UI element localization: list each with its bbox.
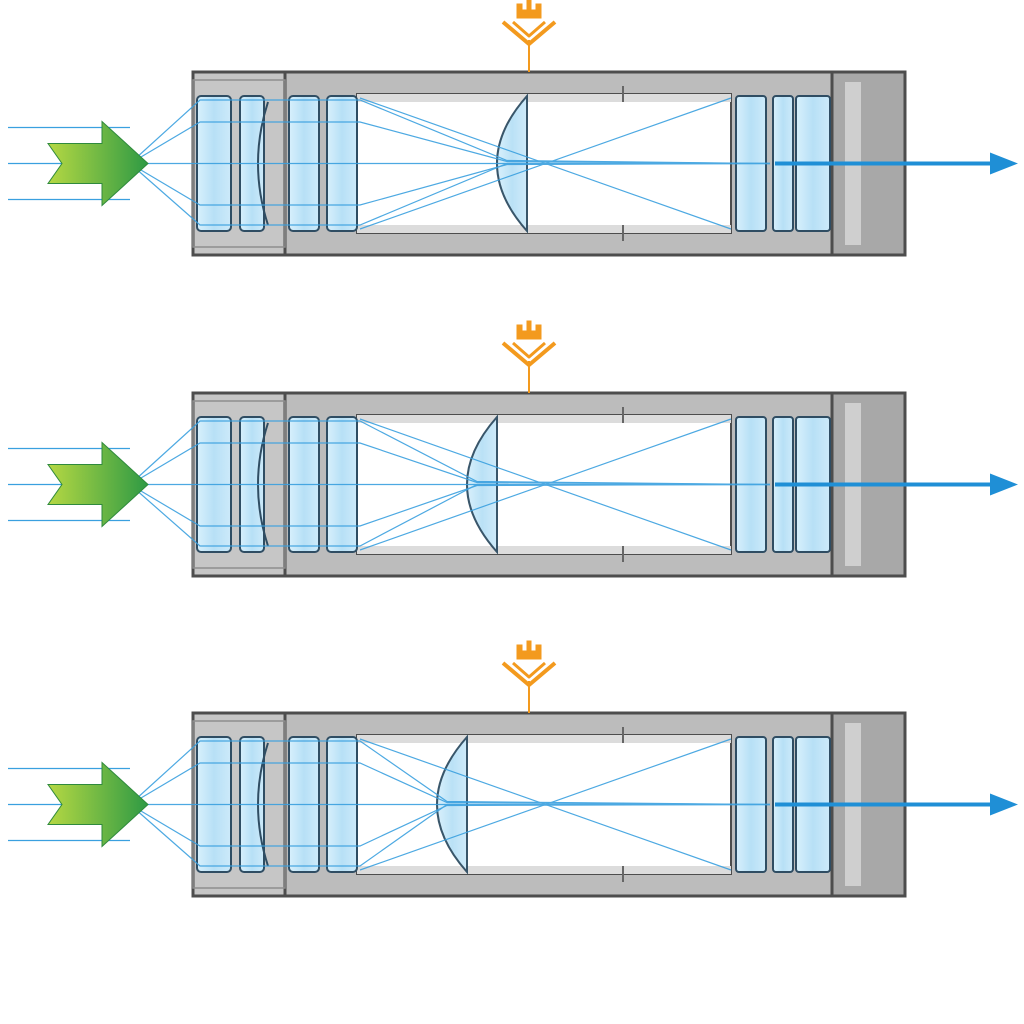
indicator-crown <box>516 320 542 340</box>
bore-bottom-band <box>357 225 731 233</box>
bore-bottom-band <box>357 546 731 554</box>
indicator-chevron <box>501 20 557 46</box>
orange-hand-pointer-icon <box>501 320 557 393</box>
internal-ray <box>129 762 771 806</box>
cross-ray <box>359 418 732 551</box>
internal-ray <box>129 99 771 165</box>
internal-ray <box>129 121 771 165</box>
indicator-crown <box>516 640 542 660</box>
cross-ray <box>359 738 732 871</box>
panel-1 <box>8 0 1018 257</box>
output-arrow-head <box>990 793 1018 816</box>
panel-2 <box>8 320 1018 578</box>
output-arrow-head <box>990 152 1018 175</box>
internal-rays <box>129 418 771 551</box>
green-input-arrow-icon <box>47 120 149 207</box>
green-input-arrow-icon <box>47 761 149 848</box>
indicator-chevron-inner <box>512 341 546 359</box>
output-arrow-head <box>990 473 1018 496</box>
internal-ray <box>129 420 771 486</box>
cross-ray <box>359 97 732 230</box>
bore-top-band <box>357 735 731 743</box>
orange-hand-pointer-icon <box>501 640 557 713</box>
orange-hand-pointer-icon <box>501 0 557 72</box>
indicator-chevron <box>501 341 557 367</box>
internal-ray <box>129 740 771 806</box>
internal-ray <box>129 162 771 206</box>
bore-top-band <box>357 415 731 423</box>
internal-rays <box>129 97 771 230</box>
bore-top-band <box>357 94 731 102</box>
internal-rays <box>129 738 771 871</box>
green-input-arrow-icon <box>47 441 149 528</box>
internal-ray <box>129 483 771 527</box>
indicator-chevron-inner <box>512 661 546 679</box>
indicator-crown <box>516 0 542 19</box>
indicator-chevron <box>501 661 557 687</box>
internal-ray <box>129 803 771 847</box>
indicator-chevron-inner <box>512 20 546 38</box>
panel-3 <box>8 640 1018 898</box>
bore-bottom-band <box>357 866 731 874</box>
internal-ray <box>129 442 771 486</box>
